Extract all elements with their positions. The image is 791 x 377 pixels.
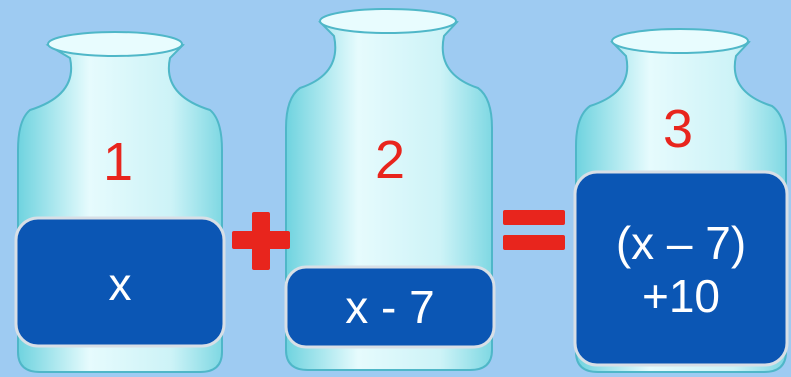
jar-3-number: 3 (662, 99, 694, 159)
jar-1-expression: x (108, 258, 132, 310)
jar-2-expression: x - 7 (345, 281, 435, 333)
jar-3-expression-line-2: +10 (641, 269, 721, 322)
jar-3-contents: (x – 7) +10 (575, 217, 787, 323)
jar-1-liquid (14, 216, 226, 348)
equals-sign (503, 210, 565, 250)
jar-3-liquid (573, 170, 789, 367)
jar-1-number: 1 (102, 132, 134, 192)
jar-1-contents: x (16, 258, 224, 311)
jar-2 (284, 8, 496, 371)
jar-3 (573, 28, 789, 373)
jar-2-number: 2 (374, 130, 406, 190)
jar-3-expression-line-1: (x – 7) (615, 217, 747, 269)
jar-2-liquid (284, 265, 496, 349)
plus-sign (232, 212, 290, 270)
jar-1 (14, 31, 226, 373)
jar-2-contents: x - 7 (286, 281, 494, 334)
